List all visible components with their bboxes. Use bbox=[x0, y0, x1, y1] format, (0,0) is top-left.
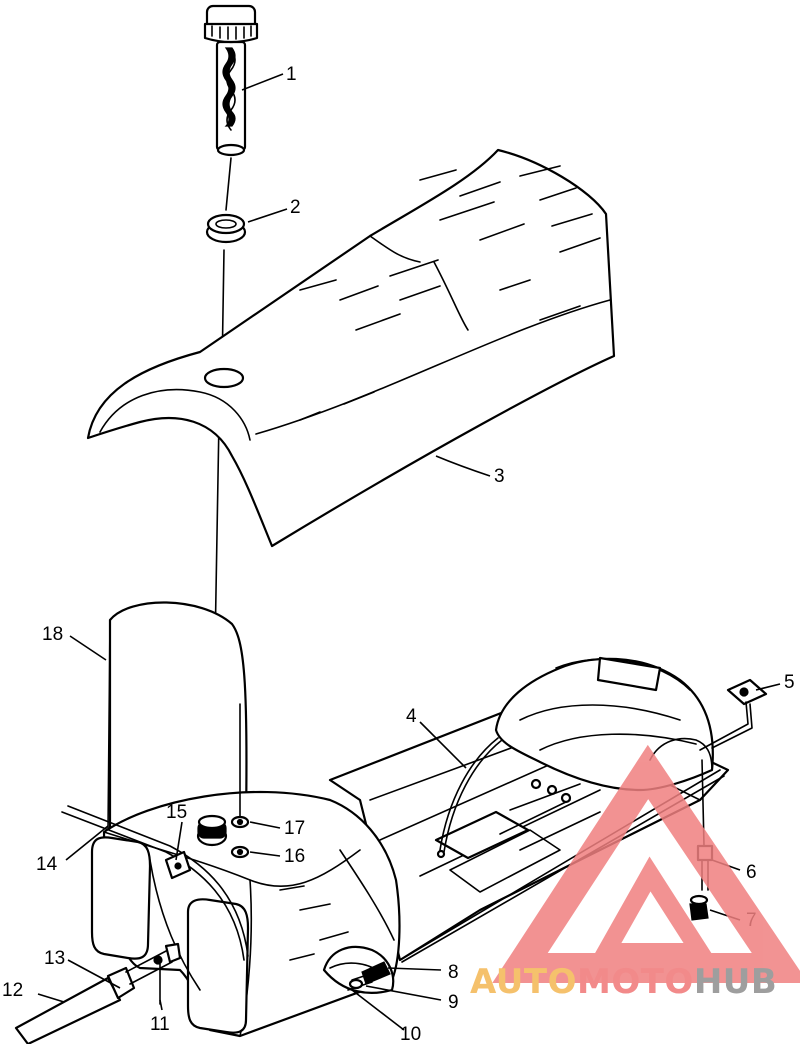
vent-line-part bbox=[436, 737, 503, 859]
fuel-fitting-part bbox=[347, 961, 391, 991]
callout-4: 4 bbox=[406, 706, 417, 727]
alignment-axis bbox=[225, 157, 232, 211]
callout-3: 3 bbox=[494, 466, 505, 487]
callout-11: 11 bbox=[150, 1014, 170, 1035]
fuel-cap-gauge-part bbox=[203, 4, 259, 157]
callout-13: 13 bbox=[44, 948, 65, 969]
fuel-line-part bbox=[14, 942, 182, 1044]
callout-10: 10 bbox=[400, 1024, 421, 1044]
callout-9: 9 bbox=[448, 992, 459, 1013]
washer-part bbox=[230, 703, 250, 859]
callout-15: 15 bbox=[166, 802, 187, 823]
watermark-auto: AUTO bbox=[470, 962, 577, 1002]
callout-1: 1 bbox=[286, 64, 297, 85]
clamp-part bbox=[164, 850, 192, 880]
callout-2: 2 bbox=[290, 197, 301, 218]
callout-18: 18 bbox=[42, 624, 63, 645]
watermark-inner-triangle-icon bbox=[590, 856, 717, 961]
rear-box-part bbox=[494, 656, 714, 792]
callout-6: 6 bbox=[746, 862, 757, 883]
seat-part bbox=[86, 148, 616, 548]
bracket-part bbox=[699, 678, 768, 751]
filler-neck-part bbox=[196, 814, 228, 847]
watermark-text: AUTOMOTOHUB bbox=[470, 962, 777, 1002]
cable-part bbox=[61, 805, 249, 961]
callout-16: 16 bbox=[284, 846, 305, 867]
watermark-logo bbox=[492, 744, 800, 983]
watermark-triangle-icon bbox=[492, 744, 800, 983]
watermark-hub: HUB bbox=[694, 962, 777, 1002]
callout-17: 17 bbox=[284, 818, 305, 839]
callout-14: 14 bbox=[36, 854, 58, 875]
callout-5: 5 bbox=[784, 672, 795, 693]
callout-12: 12 bbox=[2, 980, 23, 1001]
heat-shield-part bbox=[107, 601, 248, 833]
fuel-tank-part bbox=[90, 790, 401, 1038]
callout-8: 8 bbox=[448, 962, 459, 983]
watermark-moto: MOTO bbox=[577, 962, 694, 1002]
grommet-part bbox=[205, 213, 247, 244]
